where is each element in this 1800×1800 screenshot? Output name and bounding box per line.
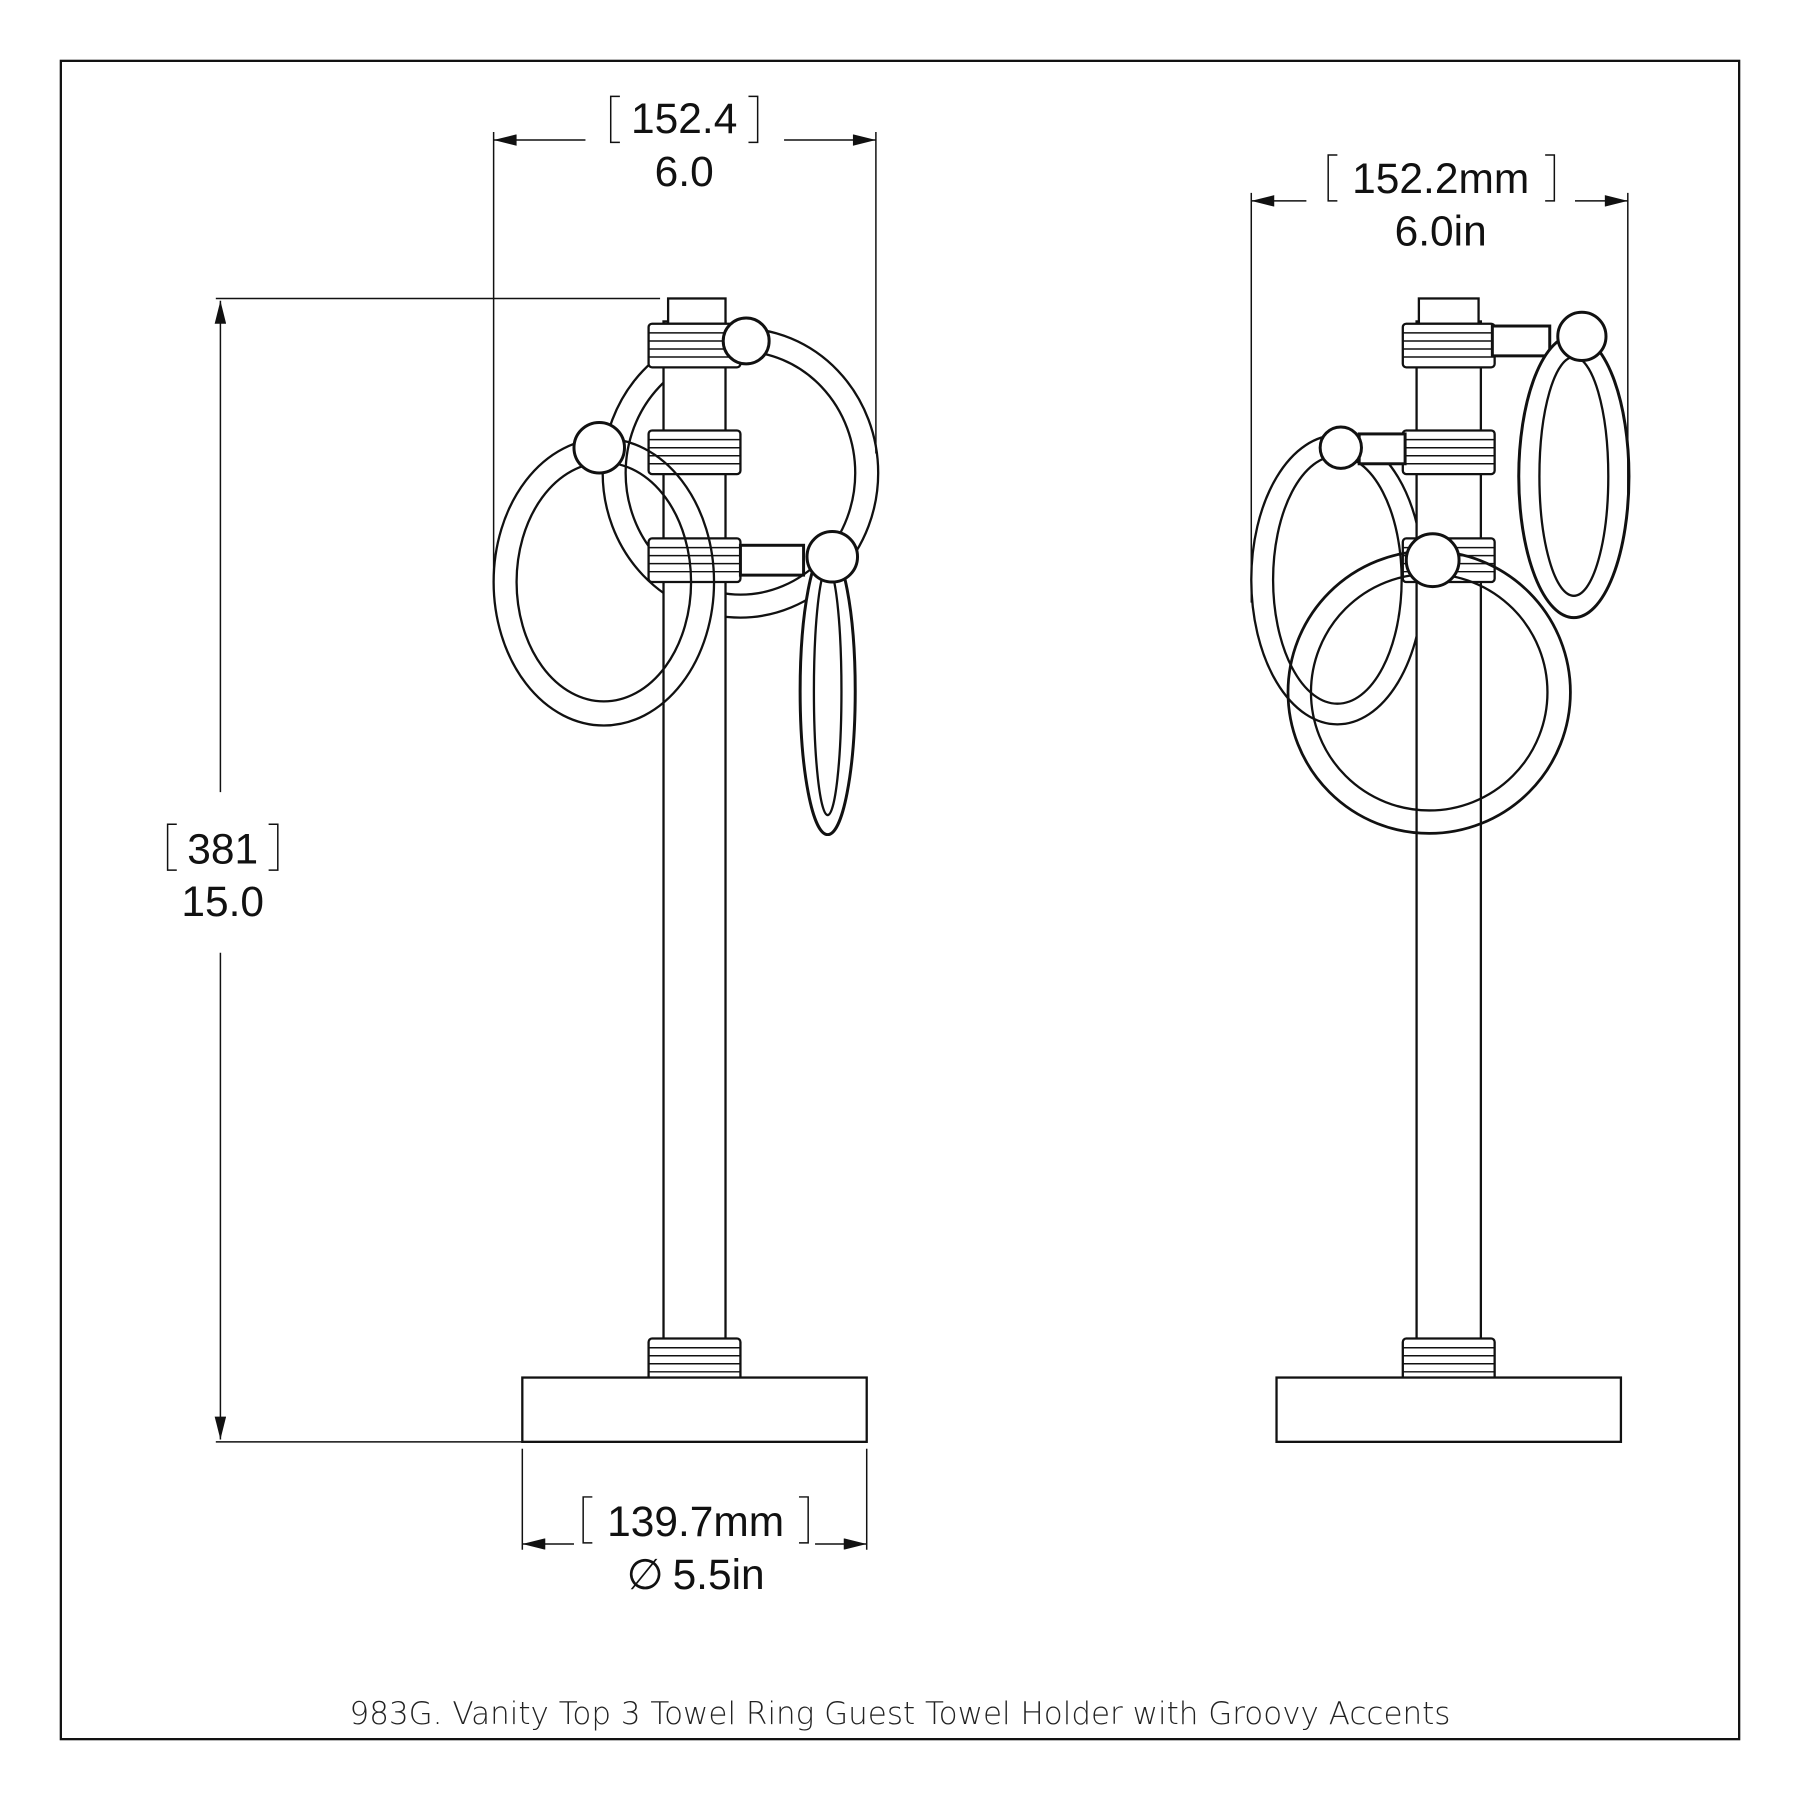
side-width-mm-label: 152.2mm: [1352, 155, 1529, 202]
drawing-border: [59, 59, 1741, 1741]
side-ring-arm: [1357, 432, 1407, 466]
side-width-in-label: 6.0in: [1395, 208, 1487, 255]
ring-knob: [721, 316, 771, 366]
base: [521, 1376, 868, 1443]
height-in-label: 15.0: [181, 878, 264, 925]
post: [662, 320, 727, 1379]
base-in-label: 5.5in: [673, 1551, 765, 1598]
left-towel-ring: [492, 420, 716, 727]
side-width-dimension: 152.2mm 6.0in: [1250, 154, 1629, 603]
width-mm-label: 152.4: [631, 95, 737, 142]
width-dimension: 152.4 6.0: [492, 95, 877, 580]
ring-arm: [738, 543, 806, 577]
front-view: 152.4 6.0 381 15.0 139.7mm ∅ 5.5in: [166, 95, 880, 1598]
side-ring-arm: [1490, 324, 1552, 358]
width-in-label: 6.0: [655, 148, 714, 195]
side-post: [1415, 320, 1483, 1379]
side-base: [1275, 1376, 1623, 1443]
right-towel-ring: [798, 530, 860, 837]
side-post-cap: [1417, 297, 1480, 325]
diameter-symbol: ∅: [627, 1551, 664, 1598]
height-dimension: 381 15.0: [166, 297, 661, 1443]
base-mm-label: 139.7mm: [607, 1498, 784, 1545]
front-large-towel-ring: [1286, 532, 1572, 835]
base-dimension: 139.7mm ∅ 5.5in: [521, 1448, 868, 1598]
back-left-towel-ring: [1250, 433, 1425, 726]
side-view: 152.2mm 6.0in: [1250, 154, 1631, 1443]
height-mm-label: 381: [187, 825, 258, 872]
drawing-title: 983G. Vanity Top 3 Towel Ring Guest Towe…: [350, 1696, 1451, 1732]
post-cap: [666, 297, 727, 325]
side-right-towel-ring: [1517, 310, 1631, 620]
